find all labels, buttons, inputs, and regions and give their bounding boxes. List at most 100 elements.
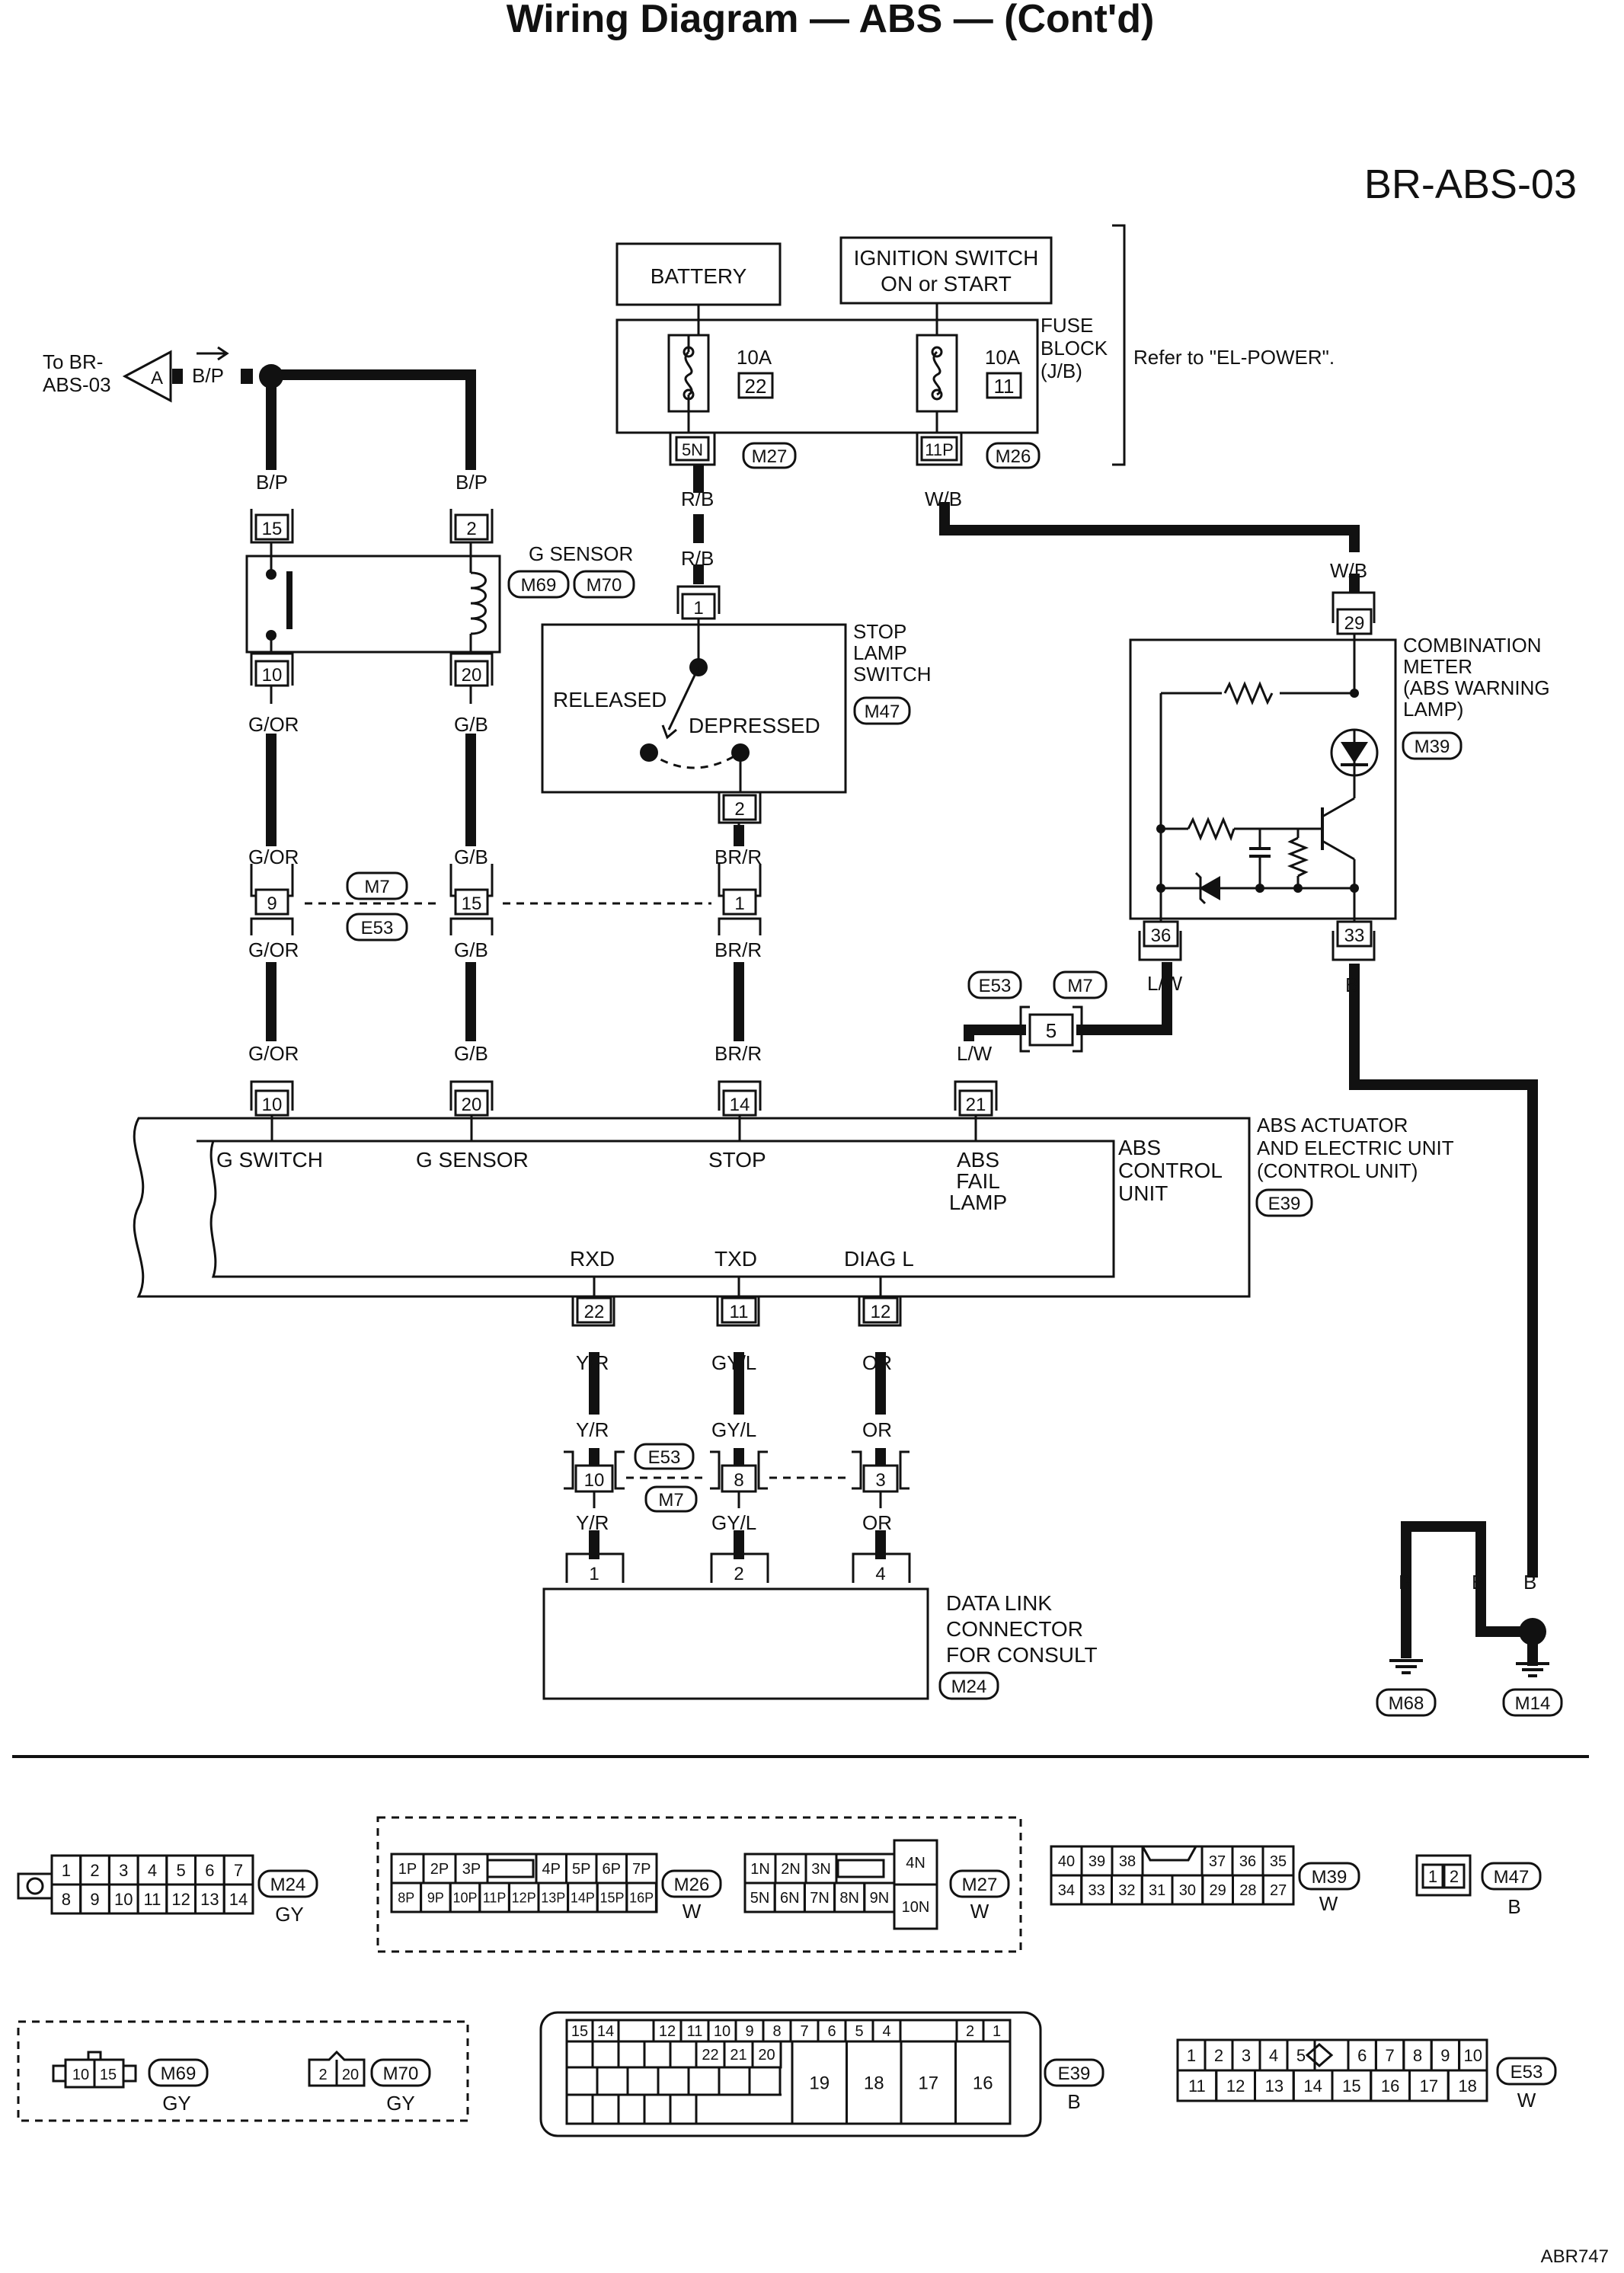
pin-label: 6: [1357, 2046, 1367, 2065]
stop-lamp-label-2: LAMP: [853, 641, 907, 664]
pin-label: 16: [973, 2073, 993, 2094]
offpage-wire: B/P: [192, 364, 224, 387]
conn-color: W: [970, 1900, 989, 1923]
pin-label: 14: [730, 1095, 750, 1115]
wire-label: G/B: [454, 1042, 488, 1065]
fuse1-rating: 10A: [737, 346, 772, 369]
pin-label: 3P: [462, 1861, 481, 1878]
pin-cell: [893, 1883, 938, 1930]
pin-cell: [617, 2040, 646, 2069]
data-link-connector: 1 2 4: [542, 1552, 929, 1700]
pin-cell: [643, 2040, 672, 2069]
pin-label: 7: [800, 2023, 808, 2040]
abs-actuator-label: ABS ACTUATOR: [1257, 1114, 1408, 1136]
terminal-11p: 11P: [925, 440, 954, 459]
conn-m7-label: M7: [364, 877, 389, 897]
g-sensor-input-label: G SENSOR: [416, 1148, 529, 1172]
pin-label: 9: [90, 1890, 99, 1909]
conn-m47-face-label: M47: [1494, 1867, 1530, 1888]
pin-cell: [222, 1883, 254, 1915]
pin-label: 9: [1440, 2046, 1450, 2065]
pin-label: 4: [1269, 2046, 1278, 2065]
pin-label: 12: [171, 1890, 190, 1909]
connector-tag: [1376, 1688, 1437, 1717]
fuse-block-label: FUSE: [1041, 314, 1093, 337]
pin-label: 32: [1118, 1882, 1135, 1899]
combination-meter-label-2: METER: [1403, 655, 1472, 678]
pin-label: 5: [855, 2023, 863, 2040]
combination-meter-label: COMBINATION: [1403, 634, 1542, 657]
pin-label: 7: [234, 1861, 243, 1880]
offpage-label-2: ABS-03: [43, 373, 111, 396]
wire-label: B: [1523, 1571, 1536, 1594]
conn-e39-face-label: E39: [1058, 2064, 1091, 2084]
pin-label: 12: [871, 1302, 891, 1322]
pin-label: 8: [1413, 2046, 1422, 2065]
connector-tag: [1502, 1688, 1563, 1717]
pin-label: 12P: [512, 1890, 536, 1905]
pin-label: 21: [966, 1095, 986, 1115]
pin-label: 22: [702, 2047, 718, 2064]
wire-label: B/P: [456, 471, 488, 494]
pin-label: 5: [177, 1861, 186, 1880]
pin-label: 17: [1420, 2076, 1438, 2096]
pin-label: 9: [745, 2023, 753, 2040]
pin-label: 8: [772, 2023, 781, 2040]
conn-m27-face-label: M27: [962, 1875, 998, 1895]
pin-label: 1: [734, 894, 744, 914]
pin-label: 2P: [430, 1861, 449, 1878]
pin-label: 12: [659, 2023, 676, 2040]
pin-label: 20: [462, 665, 482, 686]
pin-label: 7N: [810, 1890, 830, 1907]
wire-label: BR/R: [714, 846, 762, 868]
conn-color: B: [1507, 1895, 1520, 1918]
pin-label: 10: [262, 1095, 283, 1115]
conn-color: GY: [386, 2092, 415, 2115]
pin-label: 3N: [811, 1861, 831, 1878]
ground-m68-label: M68: [1389, 1693, 1424, 1714]
arrow-right-icon: [197, 346, 229, 361]
pin-cell: [617, 2093, 646, 2125]
conn-m69-label: M69: [521, 575, 557, 596]
pin-label: 28: [1239, 1882, 1256, 1899]
connector-m70: 2 20 M70 GY: [308, 2050, 431, 2115]
diagram-code: BR-ABS-03: [1364, 161, 1577, 207]
pin-label: 12: [1226, 2076, 1245, 2096]
fuse-icon: [932, 350, 941, 396]
conn-color: W: [1319, 1892, 1338, 1915]
connector-tag: [1053, 970, 1108, 999]
dashed-group: [376, 1816, 1022, 1953]
pin-label: 36: [1239, 1853, 1256, 1870]
pin-label: 2: [466, 519, 476, 539]
conn-m69-face-label: M69: [161, 2064, 197, 2084]
abs-actuator-label-3: (CONTROL UNIT): [1257, 1159, 1418, 1182]
connector-tag: [986, 442, 1041, 469]
pin-label: 21: [730, 2047, 746, 2064]
pin-label: 11: [730, 1302, 749, 1322]
pin-label: 1N: [750, 1861, 770, 1878]
pin-cell: [718, 2066, 751, 2096]
fuse-block-jb: (J/B): [1041, 360, 1082, 382]
pin-label: 8: [62, 1890, 71, 1909]
dlc-label: DATA LINK: [946, 1591, 1052, 1615]
stop-input-label: STOP: [708, 1148, 766, 1172]
conn-m7-label: M7: [658, 1490, 683, 1511]
conn-m47-label: M47: [865, 702, 900, 722]
pin-label: 33: [1344, 926, 1365, 946]
pin-cell: [687, 2066, 721, 2096]
battery-label: BATTERY: [651, 264, 747, 288]
pin-label: 36: [1151, 926, 1172, 946]
pin-label: 16P: [629, 1890, 654, 1905]
connector-tag: [1402, 731, 1463, 760]
pin-label: 8P: [398, 1890, 414, 1905]
pin-cell: [657, 2066, 690, 2096]
pin-label: 29: [1210, 1882, 1226, 1899]
connector-m47: 1 2 M47 B: [1415, 1854, 1542, 1918]
pin-label: 15: [262, 519, 283, 539]
pin-label: 14: [229, 1890, 248, 1909]
pin-label: 13: [1265, 2076, 1284, 2096]
